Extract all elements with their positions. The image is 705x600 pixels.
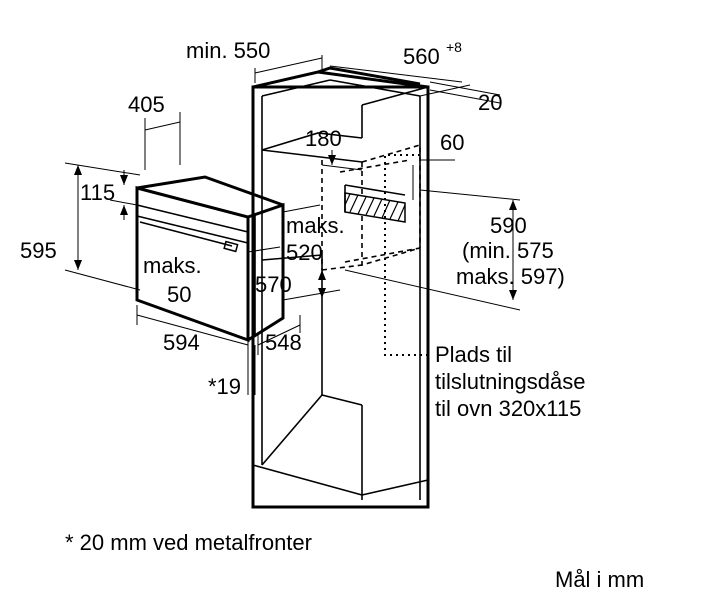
label-20: 20: [478, 90, 502, 115]
label-570: 570: [255, 272, 292, 297]
label-405: 405: [128, 92, 165, 117]
label-60: 60: [440, 130, 464, 155]
label-560: 560: [403, 44, 440, 69]
dimension-labels: min. 550 560 +8 20 405 180 60 115 595 ma…: [20, 38, 565, 399]
footnote-metal: * 20 mm ved metalfronter: [65, 530, 312, 555]
arrowheads: [74, 155, 517, 300]
label-maks520-b: 520: [286, 240, 323, 265]
label-180: 180: [305, 126, 342, 151]
label-560-sup: +8: [446, 39, 462, 55]
note-line-3: til ovn 320x115: [435, 396, 581, 421]
footnote-units: Mål i mm: [555, 567, 644, 592]
label-594: 594: [163, 330, 200, 355]
label-maks50-b: 50: [167, 282, 191, 307]
label-548: 548: [265, 330, 302, 355]
oven-niche-dashed: [321, 143, 421, 271]
label-maks597: maks. 597): [456, 264, 565, 289]
note-line-2: tilslutningsdåse: [435, 369, 585, 394]
cabinet-front-frame: [251, 85, 430, 509]
label-595: 595: [20, 238, 57, 263]
connection-box: [344, 184, 406, 223]
label-115: 115: [80, 180, 115, 205]
connection-note: Plads til tilslutningsdåse til ovn 320x1…: [435, 342, 585, 421]
label-maks50-a: maks.: [143, 253, 202, 278]
label-star19: *19: [208, 374, 241, 399]
label-590: 590: [490, 213, 527, 238]
connection-leader: [384, 154, 428, 356]
note-line-1: Plads til: [435, 342, 512, 367]
label-min575: (min. 575: [462, 238, 554, 263]
label-maks520-a: maks.: [286, 213, 345, 238]
label-min550: min. 550: [186, 38, 270, 63]
